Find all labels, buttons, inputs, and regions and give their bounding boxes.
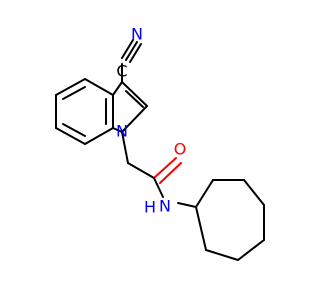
nitrogen-atom-label: N [131, 25, 143, 44]
carbon-atom-label: C [116, 62, 127, 81]
bond-triple [129, 43, 142, 63]
bond [177, 202, 197, 208]
nitrogen-atom-label: N [159, 197, 171, 216]
oxygen-atom-label: O [174, 140, 187, 159]
nitrogen-atom-label: N [116, 122, 128, 141]
nitrile-group [121, 39, 142, 83]
bond-double-inner [125, 90, 144, 108]
bond [55, 127, 86, 145]
bond [195, 179, 214, 208]
bond [55, 78, 86, 96]
bond [84, 78, 114, 96]
bond [112, 81, 123, 96]
bond [121, 105, 148, 133]
bond-double-inner [62, 123, 86, 137]
bond [237, 239, 265, 261]
bond [121, 131, 129, 164]
cycloheptyl-ring [195, 179, 265, 261]
bond [112, 127, 123, 133]
acetamide-chain [121, 131, 197, 208]
molecule-structure: C N N O N H [55, 25, 265, 261]
bond [153, 177, 164, 198]
bond [195, 206, 207, 251]
bond [127, 162, 155, 179]
bond-triple [121, 39, 134, 59]
carbonyl-bond [153, 157, 177, 179]
bond-triple [125, 41, 138, 61]
pyrrole-ring [112, 81, 148, 133]
bond [243, 179, 265, 206]
hydrogen-atom-label: H [144, 198, 156, 217]
bond-double-inner [62, 86, 86, 100]
bond [84, 127, 114, 145]
bond [205, 249, 239, 261]
carbonyl-bond [159, 162, 182, 184]
bond [121, 81, 148, 107]
benzene-ring [55, 78, 114, 145]
